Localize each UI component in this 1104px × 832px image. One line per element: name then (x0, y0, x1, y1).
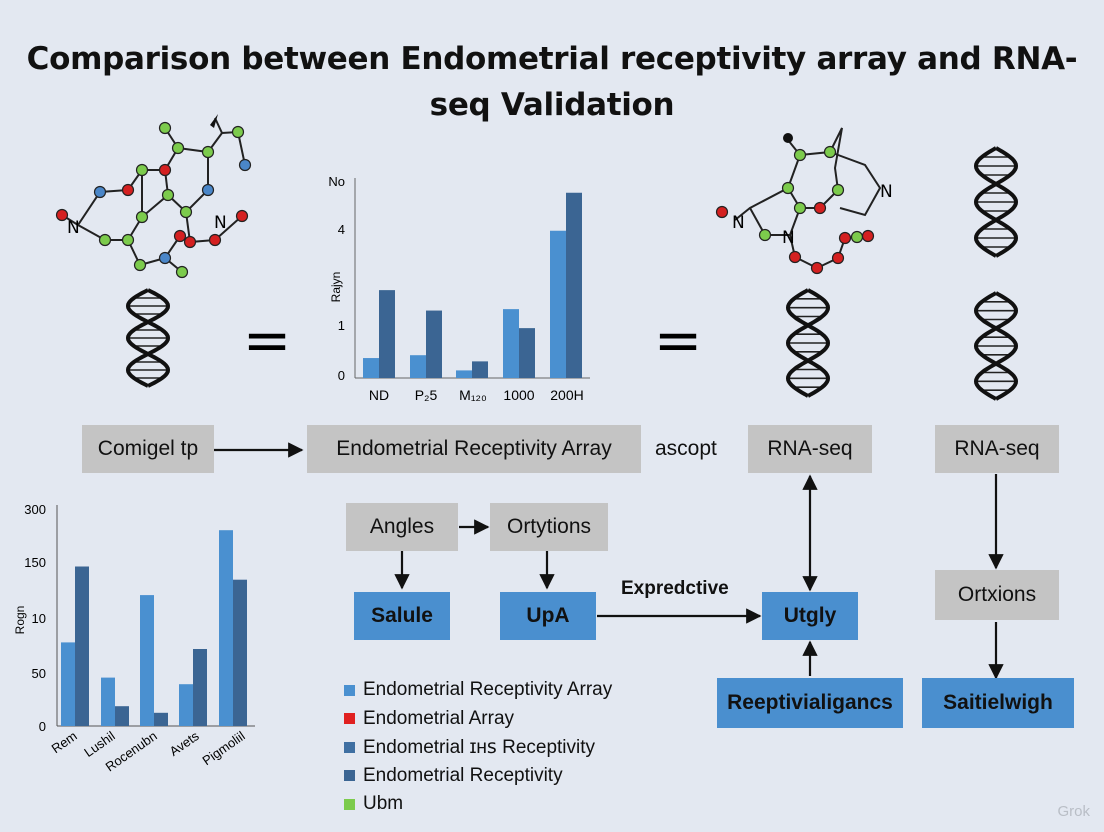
dna-group (125, 146, 1019, 401)
bottom-chart-y-tick: 150 (24, 555, 46, 570)
top-chart-x-tick: 1000 (503, 387, 534, 403)
era-box[interactable]: Endometrial Receptivity Array (307, 425, 641, 473)
top-chart-bar (472, 361, 488, 378)
bottom-chart-bar (179, 684, 193, 726)
rnaseq-box-2[interactable]: RNA-seq (935, 425, 1059, 473)
top-chart-y-tick: 4 (338, 222, 345, 237)
dna-helix-icon (973, 146, 1019, 258)
bottom-chart-bar (75, 566, 89, 726)
top-chart-y-tick: 0 (338, 368, 345, 383)
top-chart-y-tick: No (328, 174, 345, 189)
bottom-chart-bar (193, 649, 207, 726)
molecule-left-icon: N N (55, 114, 252, 279)
legend-label: Endometrial ɪʜꜱ Receptivity (363, 736, 596, 758)
bottom-chart-y-tick: 50 (32, 666, 46, 681)
top-chart-x-tick: M₁₂₀ (459, 387, 487, 403)
legend-swatch (344, 770, 355, 782)
comigel-box[interactable]: Comigel tp (82, 425, 214, 473)
bottom-chart-bar (61, 642, 75, 726)
legend-label: Endometrial Receptivity Array (363, 679, 613, 701)
svg-text:N: N (880, 182, 893, 202)
legend-label: Endometrial Array (363, 707, 515, 729)
top-chart-bar (456, 370, 472, 378)
upa-box[interactable]: UpA (500, 592, 596, 640)
bottom-chart-y-label: Rogn (13, 606, 27, 635)
ortytions-box[interactable]: Ortytions (490, 503, 608, 551)
legend-swatch (344, 741, 355, 753)
dna-helix-icon (125, 288, 171, 388)
bottom-chart-y-tick: 10 (32, 611, 46, 626)
top-chart-bar (503, 309, 519, 378)
utgly-box[interactable]: Utgly (762, 592, 858, 640)
ortxions-box[interactable]: Ortxions (935, 570, 1059, 620)
legend-swatch (344, 684, 355, 696)
top-chart-y-tick: 1 (338, 318, 345, 333)
molecule-right-icon: N N N (715, 127, 893, 275)
rnaseq-box-1[interactable]: RNA-seq (748, 425, 872, 473)
top-chart-x-tick: P₂5 (415, 387, 438, 403)
legend-item: Endometrial ɪʜꜱ Receptivity (344, 733, 612, 762)
bottom-chart-bar (154, 712, 168, 726)
bottom-chart-bar (140, 595, 154, 726)
svg-text:N: N (214, 213, 227, 233)
dna-helix-icon (973, 291, 1019, 401)
legend-label: Endometrial Receptivity (363, 764, 563, 786)
watermark: Grok (1057, 803, 1090, 820)
top-chart-bar (566, 192, 582, 378)
svg-text:N: N (782, 228, 795, 248)
top-chart-bar (426, 310, 442, 378)
bottom-chart-y-tick: 300 (24, 502, 46, 517)
bottom-chart-bar (101, 677, 115, 726)
top-chart-bar (550, 230, 566, 378)
top-chart-bar (379, 290, 395, 378)
svg-text:N: N (732, 213, 745, 233)
legend-item: Endometrial Receptivity Array (344, 676, 612, 705)
bottom-chart-bar (219, 530, 233, 726)
expredctive-label: Expredctive (621, 578, 729, 599)
diagram-title: Comparison between Endometrial receptivi… (26, 41, 1078, 123)
reeptivial-box[interactable]: Reeptivialigancs (717, 678, 903, 728)
legend-item: Endometrial Receptivity (344, 762, 612, 791)
top-chart-bar (410, 355, 426, 378)
ascopt-label: ascopt (655, 437, 717, 460)
legend-label: Ubm (363, 793, 404, 815)
bottom-chart-y-tick: 0 (39, 719, 46, 734)
legend-swatch (344, 798, 355, 810)
top-chart-y-label: Rajyn (329, 272, 343, 303)
dna-helix-icon (785, 288, 831, 398)
bottom-chart-x-tick: Rem (49, 728, 80, 756)
bottom-chart-x-tick: Pigmoliil (199, 728, 247, 768)
top-chart-x-tick: 200H (550, 387, 583, 403)
equals-sign-right: = (654, 306, 703, 374)
top-chart-x-tick: ND (369, 387, 389, 403)
bottom-chart-bar (233, 579, 247, 726)
legend-item: Endometrial Array (344, 705, 612, 734)
saitielwigh-box[interactable]: Saitielwigh (922, 678, 1074, 728)
top-chart-bar (519, 328, 535, 378)
equals-sign-left: = (243, 306, 292, 374)
bottom-chart-bar (115, 706, 129, 726)
svg-text:N: N (67, 218, 80, 238)
bottom-chart-x-tick: Avets (167, 728, 202, 759)
salule-box[interactable]: Salule (354, 592, 450, 640)
angles-box[interactable]: Angles (346, 503, 458, 551)
top-chart-bar (363, 358, 379, 378)
legend-swatch (344, 713, 355, 725)
legend-item: Ubm (344, 790, 612, 819)
